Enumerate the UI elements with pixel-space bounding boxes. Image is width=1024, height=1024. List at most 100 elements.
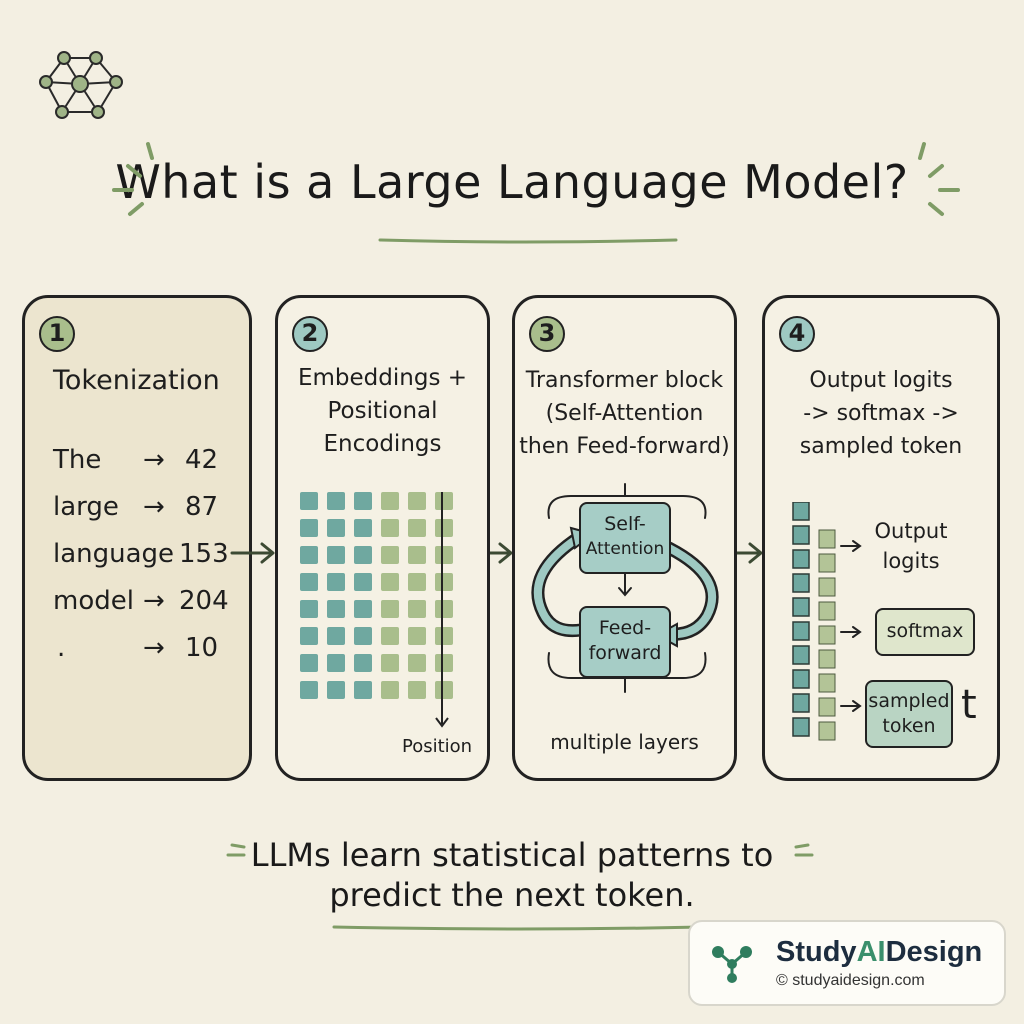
output-arrows xyxy=(840,540,862,712)
self-attention-label-line: Self- xyxy=(604,513,646,535)
step-title-line: Encodings xyxy=(323,431,442,457)
embedding-cell xyxy=(435,573,453,591)
embedding-cell xyxy=(327,573,345,591)
feed-forward-block: Feed- forward xyxy=(579,606,671,678)
embedding-cell xyxy=(300,519,318,537)
embedding-cell xyxy=(354,519,372,537)
embedding-cell xyxy=(381,573,399,591)
embedding-cell xyxy=(408,573,426,591)
embedding-cell xyxy=(327,627,345,645)
token-word: large xyxy=(53,492,119,522)
embedding-cell xyxy=(435,600,453,618)
embedding-cell xyxy=(354,546,372,564)
step-number-badge: 4 xyxy=(779,316,815,352)
token-word: model xyxy=(53,586,134,616)
step-title-line: sampled token xyxy=(799,434,963,459)
embedding-cell xyxy=(408,627,426,645)
brand-name-highlight: AI xyxy=(856,936,886,968)
probability-cell xyxy=(818,721,836,741)
token-arrow: → xyxy=(143,586,165,616)
embedding-cell xyxy=(354,681,372,699)
step-title-line: Transformer block xyxy=(525,368,724,393)
position-axis-arrowhead xyxy=(435,717,449,728)
embeddings-panel: 2 Embeddings + Positional Encodings Posi… xyxy=(275,295,490,781)
embedding-cell xyxy=(327,546,345,564)
probability-cell xyxy=(818,553,836,573)
logit-cell xyxy=(792,502,810,521)
step-title: Tokenization xyxy=(53,365,220,396)
token-id: 204 xyxy=(179,586,229,616)
step-number-badge: 2 xyxy=(292,316,328,352)
connector-arrows xyxy=(230,542,763,564)
step-title-line: Output logits xyxy=(809,368,953,393)
softmax-box: softmax xyxy=(875,608,975,656)
embedding-cell xyxy=(381,519,399,537)
token-arrow: → xyxy=(143,445,165,475)
caption-line: predict the next token. xyxy=(329,876,695,914)
embedding-cell xyxy=(300,573,318,591)
position-axis-label: Position xyxy=(402,736,473,757)
logit-cell xyxy=(792,573,810,593)
caption-line: LLMs learn statistical patterns to xyxy=(250,836,774,874)
embedding-cell xyxy=(381,546,399,564)
embedding-cell xyxy=(435,681,453,699)
embedding-cell xyxy=(354,573,372,591)
embedding-cell xyxy=(381,654,399,672)
token-arrow: → xyxy=(143,492,165,522)
brand-name: StudyAIDesign xyxy=(776,936,982,969)
embedding-matrix xyxy=(300,492,453,728)
embedding-cell xyxy=(435,519,453,537)
logit-cell xyxy=(792,597,810,617)
embedding-cell xyxy=(381,492,399,510)
embedding-cell xyxy=(381,681,399,699)
embedding-cell xyxy=(354,600,372,618)
logit-vectors xyxy=(792,502,836,741)
brand-badge: StudyAIDesign © studyaidesign.com xyxy=(688,920,1006,1006)
multiple-layers-label: multiple layers xyxy=(550,730,699,754)
probability-cell xyxy=(818,625,836,645)
page-title: What is a Large Language Model? xyxy=(115,155,909,209)
tokenization-panel: 1 Tokenization The → 42 large → 87 langu… xyxy=(22,295,252,781)
step-number-badge: 1 xyxy=(39,316,75,352)
output-logits-label: Output logits xyxy=(861,516,961,576)
embedding-cell xyxy=(300,492,318,510)
embedding-cell xyxy=(300,681,318,699)
token-id: 87 xyxy=(185,492,219,522)
step-title-line: then Feed-forward) xyxy=(519,434,730,459)
embedding-cell xyxy=(435,546,453,564)
embedding-cell xyxy=(408,681,426,699)
transformer-panel: 3 Transformer block (Self-Attention then… xyxy=(512,295,737,781)
embedding-cell xyxy=(408,492,426,510)
step-title-line: Embeddings + xyxy=(297,365,468,391)
token-word: . xyxy=(57,633,66,663)
embedding-cell xyxy=(354,627,372,645)
logit-cell xyxy=(792,669,810,689)
embedding-cell xyxy=(327,600,345,618)
brand-name-suffix: Design xyxy=(885,936,983,968)
logit-cell xyxy=(792,693,810,713)
step-title-line: (Self-Attention xyxy=(545,401,704,426)
output-logits-line: Output xyxy=(874,519,948,543)
sampled-token-line: sampled xyxy=(868,690,950,712)
probability-cell xyxy=(818,697,836,717)
token-id: 153 xyxy=(179,539,229,569)
step-title-line: -> softmax -> xyxy=(803,401,959,426)
embedding-cell xyxy=(381,627,399,645)
token-id: 42 xyxy=(185,445,219,475)
logit-cell xyxy=(792,645,810,665)
step-number-badge: 3 xyxy=(529,316,565,352)
sampled-token-box: sampled token xyxy=(865,680,953,748)
token-id: 10 xyxy=(185,633,219,663)
logit-cell xyxy=(792,717,810,737)
probability-cell xyxy=(818,529,836,549)
self-attention-block: Self- Attention xyxy=(579,502,671,574)
embedding-cell xyxy=(408,546,426,564)
feed-forward-label-line: Feed- xyxy=(598,617,652,639)
embedding-cell xyxy=(435,627,453,645)
output-logits-line: logits xyxy=(882,549,940,573)
step-title-line: Positional xyxy=(327,398,438,424)
embedding-cell xyxy=(327,492,345,510)
embedding-cell xyxy=(408,654,426,672)
output-panel: 4 Output logits -> softmax -> sampled to… xyxy=(762,295,1000,781)
transformer-loop xyxy=(531,483,719,693)
